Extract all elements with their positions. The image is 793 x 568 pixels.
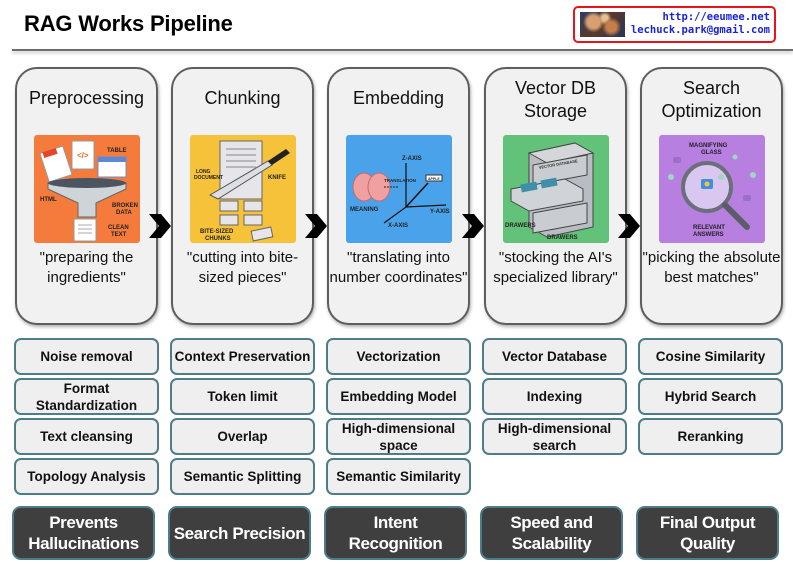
email-link[interactable]: lechuck.park@gmail.com xyxy=(630,24,770,36)
tag-indexing: Indexing xyxy=(482,378,627,415)
svg-text:ANSWERS: ANSWERS xyxy=(693,232,724,238)
svg-text:DRAWERS: DRAWERS xyxy=(547,235,578,241)
svg-text:CHUNKS: CHUNKS xyxy=(205,236,231,242)
tag-semantic-similarity: Semantic Similarity xyxy=(326,458,471,495)
tag-cosine-similarity: Cosine Similarity xyxy=(638,338,783,375)
stage-title: Vector DB Storage xyxy=(514,78,597,121)
outcome-speed-and-scalability: Speed and Scalability xyxy=(480,506,623,560)
stage-embedding: Embedding MEANING TRANSLATION APPLE Z-AX… xyxy=(327,67,470,325)
svg-text:APPLE: APPLE xyxy=(428,177,440,181)
stage-title: Search Optimization xyxy=(661,78,762,121)
chevron-right-icon xyxy=(618,214,640,238)
stage-title: Preprocessing xyxy=(28,88,145,108)
svg-text:X-AXIS: X-AXIS xyxy=(388,223,408,229)
svg-text:CLEAN: CLEAN xyxy=(108,225,129,231)
tag-vectorization: Vectorization xyxy=(326,338,471,375)
tag-hybrid-search: Hybrid Search xyxy=(638,378,783,415)
svg-text:RELEVANT: RELEVANT xyxy=(693,225,725,231)
outcome-search-precision: Search Precision xyxy=(168,506,311,560)
svg-text:VECTOR DATABASE: VECTOR DATABASE xyxy=(538,158,578,170)
tag-context-preservation: Context Preservation xyxy=(170,338,315,375)
svg-text:Y-AXIS: Y-AXIS xyxy=(430,209,450,215)
svg-text:MAGNIFYING: MAGNIFYING xyxy=(689,143,728,149)
tag-overlap: Overlap xyxy=(170,418,315,455)
tag-format-standardization: Format Standardization xyxy=(14,378,159,415)
page-title: RAG Works Pipeline xyxy=(24,11,233,36)
contact-links: http://eeumee.net lechuck.park@gmail.com xyxy=(631,11,770,37)
svg-text:LONG: LONG xyxy=(196,169,211,175)
svg-text:TRANSLATION: TRANSLATION xyxy=(384,178,416,183)
tag-text-cleansing: Text cleansing xyxy=(14,418,159,455)
chevron-right-icon xyxy=(149,214,171,238)
tag-reranking: Reranking xyxy=(638,418,783,455)
tag-topology-analysis: Topology Analysis xyxy=(14,458,159,495)
svg-text:DATA: DATA xyxy=(116,210,132,216)
stage-quote: "stocking the AI's specialized library" xyxy=(493,249,618,286)
tag-noise-removal: Noise removal xyxy=(14,338,159,375)
stage-title: Embedding xyxy=(352,88,445,108)
stage-chunking: Chunking LONG DOCUMENT KNIFE BITE-SIZED … xyxy=(171,67,314,325)
header-divider xyxy=(12,49,793,51)
svg-text:DOCUMENT: DOCUMENT xyxy=(194,175,223,181)
stage-preprocessing: Preprocessing </> TABLE HTML BROKEN DATA… xyxy=(15,67,158,325)
svg-text:Z-AXIS: Z-AXIS xyxy=(402,156,422,162)
stage-quote: "translating into number coordinates" xyxy=(329,249,468,286)
stage-quote: "preparing the ingredients" xyxy=(39,249,134,286)
brain-axes-icon: MEANING TRANSLATION APPLE Z-AXIS Y-AXIS … xyxy=(346,135,452,243)
svg-text:KNIFE: KNIFE xyxy=(268,175,286,181)
svg-text:</>: </> xyxy=(77,151,89,160)
stage-search-optimization: Search Optimization MAGNIFYING GLASS REL… xyxy=(640,67,783,325)
tag-embedding-model: Embedding Model xyxy=(326,378,471,415)
tag-token-limit: Token limit xyxy=(170,378,315,415)
filing-cabinet-icon: VECTOR DATABASE DRAWERS DRAWERS xyxy=(503,135,609,243)
website-link[interactable]: http://eeumee.net xyxy=(662,11,770,23)
chevron-right-icon xyxy=(305,214,327,238)
stage-quote: "cutting into bite-sized pieces" xyxy=(186,249,299,286)
chevron-right-icon xyxy=(462,214,484,238)
funnel-icon: </> TABLE HTML BROKEN DATA CLEAN TEXT xyxy=(34,135,140,243)
outcome-prevents-hallucinations: Prevents Hallucinations xyxy=(12,506,155,560)
tag-high-dimensional-search: High-dimensional search xyxy=(482,418,627,455)
outcome-final-output-quality: Final Output Quality xyxy=(636,506,779,560)
contact-badge: http://eeumee.net lechuck.park@gmail.com xyxy=(573,6,776,43)
stage-quote: "picking the absolute best matches" xyxy=(642,249,781,286)
svg-text:BROKEN: BROKEN xyxy=(112,203,138,209)
svg-text:MEANING: MEANING xyxy=(350,207,379,213)
magnifying-glass-icon: MAGNIFYING GLASS RELEVANT ANSWERS xyxy=(659,135,765,243)
author-thumbnail xyxy=(580,12,625,37)
svg-text:TEXT: TEXT xyxy=(111,232,127,238)
knife-icon: LONG DOCUMENT KNIFE BITE-SIZED CHUNKS xyxy=(190,135,296,243)
svg-text:HTML: HTML xyxy=(40,197,57,203)
svg-text:DRAWERS: DRAWERS xyxy=(505,223,536,229)
outcome-intent-recognition: Intent Recognition xyxy=(324,506,467,560)
svg-text:TABLE: TABLE xyxy=(107,148,127,154)
stage-title: Chunking xyxy=(204,88,281,108)
tag-vector-database: Vector Database xyxy=(482,338,627,375)
svg-text:GLASS: GLASS xyxy=(701,150,722,156)
tag-high-dimensional-space: High-dimensional space xyxy=(326,418,471,455)
tag-semantic-splitting: Semantic Splitting xyxy=(170,458,315,495)
stage-vector-db-storage: Vector DB Storage VECTOR DATABASE DRAWER… xyxy=(484,67,627,325)
svg-text:BITE-SIZED: BITE-SIZED xyxy=(200,229,234,235)
